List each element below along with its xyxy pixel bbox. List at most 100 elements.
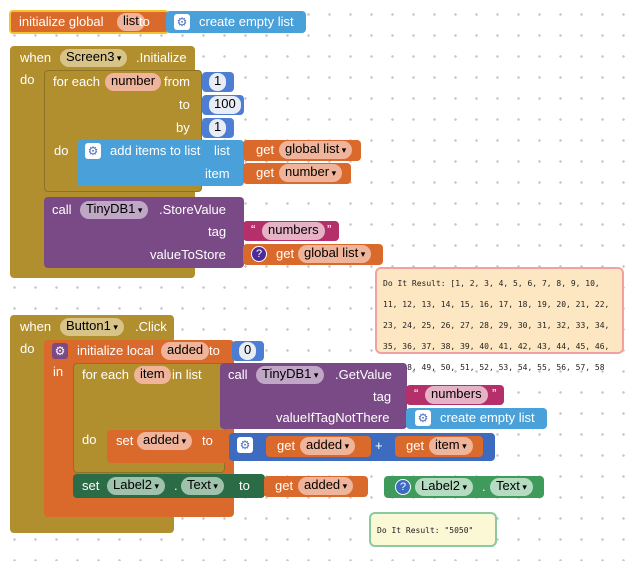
add-items-to-list-block[interactable]: ⚙ add items to list list item [77,140,244,186]
loop-do-label: do [54,143,69,158]
global-var-name[interactable]: list [117,13,145,31]
do-it-result-text-1: Do It Result: [1, 2, 3, 4, 5, 6, 7, 8, 9… [383,279,610,372]
do-label: do [20,341,35,356]
by-value[interactable]: 1 [209,119,227,137]
get-added-block[interactable]: get added [266,436,371,457]
tag-text-block-2[interactable]: “ numbers ” [406,385,504,405]
to-number-block[interactable]: 100 [202,95,244,115]
local-var-added[interactable]: added [161,342,210,360]
get-item-block[interactable]: get item [395,436,483,457]
from-number-block[interactable]: 1 [202,72,234,92]
store-value-block[interactable]: call TinyDB1 .StoreValue tag valueToStor… [44,197,244,268]
tinydb-dropdown[interactable]: TinyDB1 [80,201,149,219]
plus-label: + [375,438,383,453]
close-quote: ” [327,222,332,237]
global-list-dropdown-2[interactable]: global list [298,245,372,263]
init-to-label: to [209,343,220,358]
init-number-block[interactable]: 0 [232,341,264,361]
get-number-block[interactable]: get number [243,163,351,184]
open-quote: “ [414,386,419,401]
label-text-getter-block[interactable]: ? Label2 . Text [384,476,544,498]
when-label: when [20,50,52,65]
gear-icon[interactable]: ⚙ [415,410,431,426]
close-quote: ” [492,386,497,401]
watch-property-dropdown[interactable]: Text [490,478,533,496]
by-number-block[interactable]: 1 [202,118,234,138]
by-label: by [176,120,190,135]
gear-icon[interactable]: ⚙ [174,14,190,30]
get-value-label: .GetValue [335,367,392,382]
do-it-result-text-2: Do It Result: "5050" [377,526,474,535]
loop-var-number[interactable]: number [105,73,162,91]
number-dropdown[interactable]: number [279,164,343,182]
get-value-block[interactable]: call TinyDB1 .GetValue tag valueIfTagNot… [220,363,407,429]
in-label: in [53,364,64,379]
set-label: set [82,478,100,493]
button-component-dropdown[interactable]: Button1 [60,318,124,336]
add-items-label: add items to list [110,143,201,158]
loop-var-item[interactable]: item [134,366,171,384]
question-icon[interactable]: ? [251,246,267,262]
set-to-label: to [202,433,213,448]
for-each-label: for each [82,367,129,382]
value-if-none-label: valueIfTagNotThere [276,410,390,425]
tinydb-dropdown-2[interactable]: TinyDB1 [256,366,325,384]
list-socket-label: list [214,143,230,158]
tag-text-value-2[interactable]: numbers [425,386,488,404]
global-init-block[interactable]: initialize global list to [9,10,169,34]
dot-label: . [174,478,178,493]
label-component-dropdown[interactable]: Label2 [107,477,166,495]
init-local-label: initialize local [77,343,154,358]
item-dropdown[interactable]: item [429,437,473,455]
item-socket-label: item [205,166,230,181]
added-dropdown[interactable]: added [300,437,356,455]
gear-icon[interactable]: ⚙ [85,143,101,159]
added-dropdown-2[interactable]: added [298,477,354,495]
get-label: get [256,165,275,180]
do-it-result-comment-1: Do It Result: [1, 2, 3, 4, 5, 6, 7, 8, 9… [375,267,624,372]
global-init-label: initialize global [19,14,104,29]
from-label: from [164,74,190,89]
from-value[interactable]: 1 [209,73,227,91]
set-label-text-block[interactable]: set Label2 . Text to [73,474,265,498]
get-global-list-block[interactable]: get global list [243,140,361,161]
get-label: get [406,438,425,453]
dot-label: . [482,479,486,494]
get-label: get [256,142,275,157]
create-empty-list-block[interactable]: ⚙ create empty list [166,11,306,33]
call-label: call [52,202,72,217]
global-list-dropdown[interactable]: global list [279,141,353,159]
get-added-block-2[interactable]: get added [264,476,368,497]
screen-component-dropdown[interactable]: Screen3 [60,49,128,67]
loop-do-label: do [82,432,97,447]
watch-component-dropdown[interactable]: Label2 [415,478,474,496]
gear-icon[interactable]: ⚙ [52,343,68,359]
create-list-label: create empty list [199,14,294,29]
set-added-block[interactable]: set added to [107,430,233,463]
initialize-event-label: .Initialize [136,50,187,65]
set-var-dropdown[interactable]: added [137,432,193,450]
set-label: set [116,433,134,448]
text-property-dropdown[interactable]: Text [181,477,224,495]
create-empty-list-block-2[interactable]: ⚙ create empty list [406,408,547,429]
to-value[interactable]: 100 [209,96,241,114]
get-label: get [277,438,296,453]
value-to-store-label: valueToStore [150,247,226,262]
global-init-to: to [139,14,150,29]
tag-text-value[interactable]: numbers [262,222,325,240]
for-each-label: for each [53,74,100,89]
gear-icon[interactable]: ⚙ [237,437,253,453]
click-event-label: .Click [135,319,167,334]
store-value-label: .StoreValue [159,202,226,217]
call-label: call [228,367,248,382]
tag-text-block[interactable]: “ numbers ” [243,221,339,241]
to-label: to [179,97,190,112]
open-quote: “ [251,222,256,237]
get-global-list-block-2[interactable]: ? get global list [243,244,383,265]
do-it-result-comment-2: Do It Result: "5050" [369,512,497,547]
question-icon[interactable]: ? [395,479,411,495]
in-list-label: in list [172,367,202,382]
create-list-label: create empty list [440,410,535,425]
init-value[interactable]: 0 [239,342,257,360]
get-label: get [275,478,294,493]
